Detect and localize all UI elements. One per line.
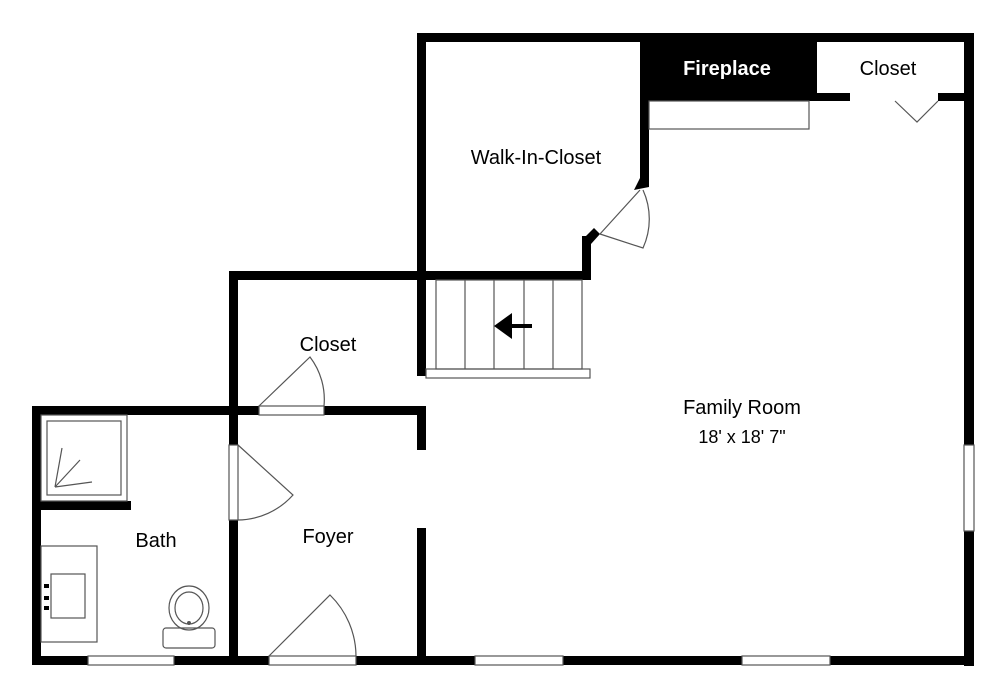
hearth (648, 100, 810, 130)
label-walk-in-closet: Walk-In-Closet (471, 147, 602, 169)
stair-landing (425, 368, 591, 379)
vanity (40, 545, 98, 643)
door-walkin-leaf (599, 189, 641, 235)
door-walkin-swing (599, 189, 650, 249)
wall-right (964, 33, 974, 666)
wall-walkin-right (640, 42, 649, 187)
shower-inner (46, 420, 122, 496)
stairs (425, 279, 591, 379)
wall-walkin-stub (582, 236, 591, 280)
door-upper-closet-opening (258, 405, 325, 416)
fireplace-block (649, 42, 809, 93)
door-bath-swing (237, 444, 294, 521)
door-closet-top (894, 100, 939, 123)
label-closet-mid: Closet (300, 334, 357, 356)
wall-bath-top (32, 406, 259, 415)
window-family-bottom-2 (741, 655, 831, 666)
bath-fixtures (40, 414, 216, 649)
wall-fireplace-ledge (649, 93, 850, 101)
door-upper-closet-swing (258, 356, 325, 407)
wall-foyer-right-upper (417, 406, 426, 450)
door-bath-opening (228, 444, 239, 521)
wall-foyer-top (324, 406, 426, 415)
labels: Fireplace Closet Walk-In-Closet Closet F… (135, 58, 916, 552)
window-family-bottom-1 (474, 655, 564, 666)
windows (87, 444, 975, 666)
wall-walkin-diag-low (582, 228, 600, 244)
doors (228, 100, 939, 666)
label-bath: Bath (135, 530, 176, 552)
wall-foyer-right-lower (417, 528, 426, 665)
wall-walkin-diag-high (634, 178, 649, 190)
shower-drain-lines (54, 447, 93, 488)
wall-upper-closet-top (229, 271, 591, 280)
wall-upper-closet-right (417, 271, 426, 376)
label-closet-top: Closet (860, 58, 917, 80)
wall-shower-base (41, 501, 131, 510)
shower (40, 414, 128, 502)
faucet-icon (44, 584, 49, 610)
walls (32, 33, 974, 666)
wall-walkin-left (417, 33, 426, 283)
window-bath-bottom (87, 655, 175, 666)
wall-top (417, 33, 974, 42)
toilet (162, 585, 216, 649)
door-entry-swing (268, 594, 357, 657)
label-foyer: Foyer (302, 526, 353, 548)
wall-closet-top-right (808, 33, 817, 93)
stair-arrow-icon (494, 313, 532, 339)
label-family-room: Family Room (683, 397, 801, 419)
door-entry-opening (268, 655, 357, 666)
window-family-right (963, 444, 975, 532)
wall-closet-stub-right (938, 93, 974, 101)
label-fireplace: Fireplace (683, 58, 771, 80)
sink-basin (50, 573, 86, 619)
wall-left (32, 406, 41, 665)
label-family-room-dims: 18' x 18' 7" (698, 427, 785, 447)
